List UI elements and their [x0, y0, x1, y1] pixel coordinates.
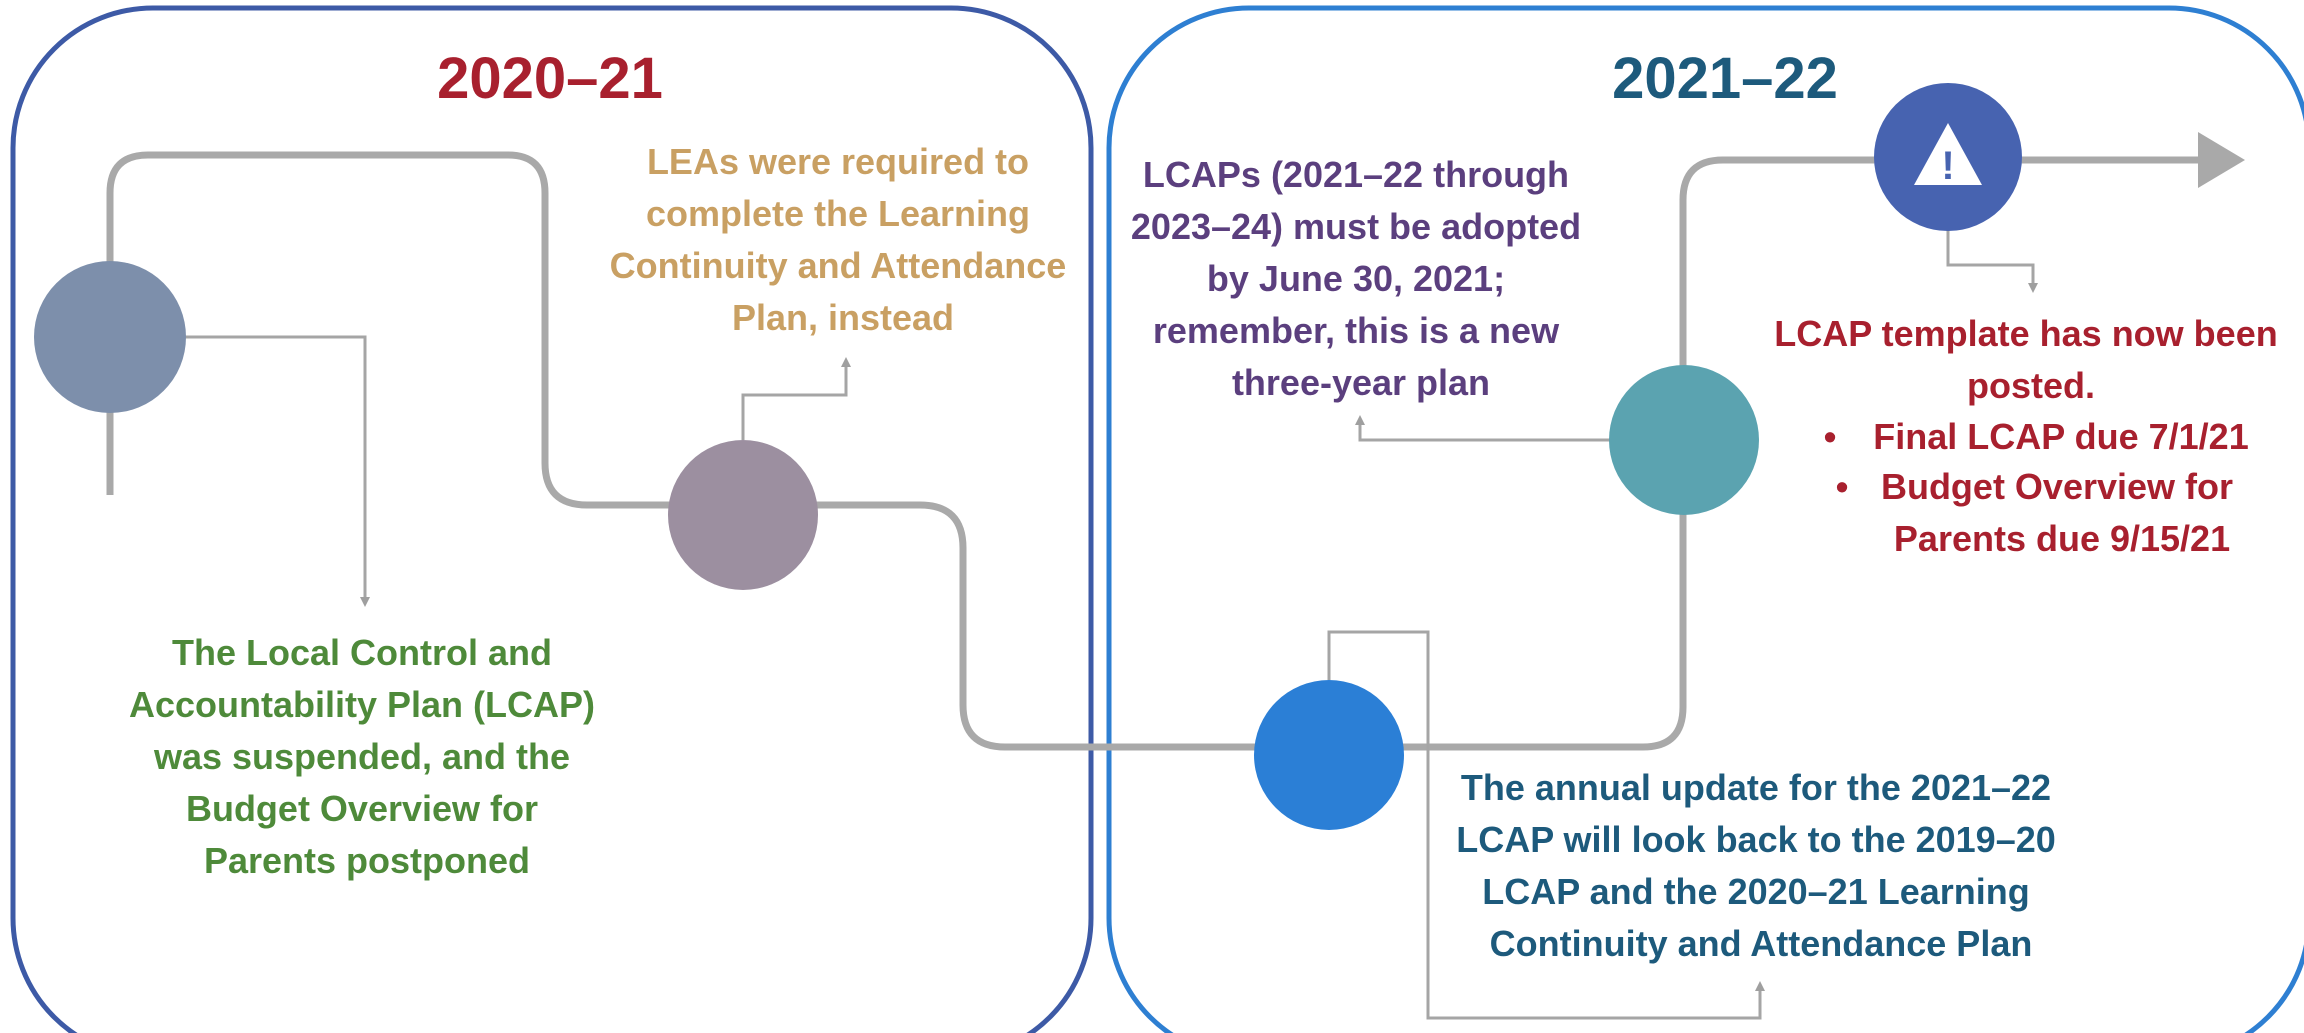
note-lcap-suspended-line: Parents postponed: [204, 840, 530, 881]
note-annual-update-line: Continuity and Attendance Plan: [1490, 923, 2033, 964]
note-lcap-adoption-line: LCAPs (2021–22 through: [1143, 154, 1569, 195]
note-learning-continuity: LEAs were required to complete the Learn…: [610, 141, 1077, 338]
note-lcap-suspended-line: Budget Overview for: [186, 788, 538, 829]
bullet-marker: •: [1824, 416, 1837, 457]
note-learning-continuity-line: Plan, instead: [732, 297, 954, 338]
note-annual-update-line: LCAP and the 2020–21 Learning: [1482, 871, 2030, 912]
note-annual-update-line: The annual update for the 2021–22: [1461, 767, 2051, 808]
period-year-2020-21: 2020–21: [437, 46, 663, 111]
warning-icon: !: [1914, 123, 1982, 188]
connector-milestone-3: [1327, 630, 1765, 1020]
note-template-posted-bullet-line: Budget Overview for: [1881, 466, 2233, 507]
note-learning-continuity-line: complete the Learning: [646, 193, 1030, 234]
note-template-posted-bullet: Final LCAP due 7/1/21: [1873, 416, 2248, 457]
note-template-posted-title: LCAP template has now been: [1774, 313, 2277, 354]
note-lcap-adoption-line: 2023–24) must be adopted: [1131, 206, 1581, 247]
note-learning-continuity-line: LEAs were required to: [647, 141, 1029, 182]
milestone-2-circle: [668, 440, 818, 590]
panel-2020-21: [10, 5, 1094, 1033]
timeline-arrowhead: [2198, 132, 2245, 188]
note-lcap-adoption-line: three-year plan: [1232, 362, 1490, 403]
note-annual-update: The annual update for the 2021–22 LCAP w…: [1456, 767, 2066, 964]
panel-2021-22: [1106, 5, 2304, 1033]
note-learning-continuity-line: Continuity and Attendance: [610, 245, 1067, 286]
connector-milestone-2: [741, 357, 851, 440]
note-lcap-suspended-line: Accountability Plan (LCAP): [129, 684, 595, 725]
period-year-2021-22: 2021–22: [1612, 46, 1838, 111]
note-lcap-adoption-line: by June 30, 2021;: [1207, 258, 1505, 299]
note-template-posted-bullet-line: Parents due 9/15/21: [1894, 518, 2230, 559]
milestone-3-circle: [1254, 680, 1404, 830]
note-template-posted-bullet: Budget Overview for Parents due 9/15/21: [1881, 466, 2243, 559]
note-template-posted: LCAP template has now been posted.: [1774, 313, 2287, 406]
note-lcap-suspended-line: was suspended, and the: [153, 736, 570, 777]
note-template-posted-title: posted.: [1967, 365, 2095, 406]
connector-milestone-1: [178, 335, 370, 607]
connector-milestone-5: [1946, 230, 2038, 293]
note-lcap-suspended-line: The Local Control and: [172, 632, 552, 673]
connector-milestone-4: [1355, 415, 1612, 442]
note-annual-update-line: LCAP will look back to the 2019–20: [1456, 819, 2056, 860]
warning-icon-glyph: !: [1941, 144, 1954, 188]
milestone-4-circle: [1609, 365, 1759, 515]
note-lcap-adoption-line: remember, this is a new: [1153, 310, 1560, 351]
bullet-marker: •: [1836, 466, 1849, 507]
note-lcap-suspended: The Local Control and Accountability Pla…: [129, 632, 605, 881]
milestone-1-circle: [34, 261, 186, 413]
timeline-path: [106, 151, 2215, 751]
note-lcap-adoption: LCAPs (2021–22 through 2023–24) must be …: [1131, 154, 1591, 403]
